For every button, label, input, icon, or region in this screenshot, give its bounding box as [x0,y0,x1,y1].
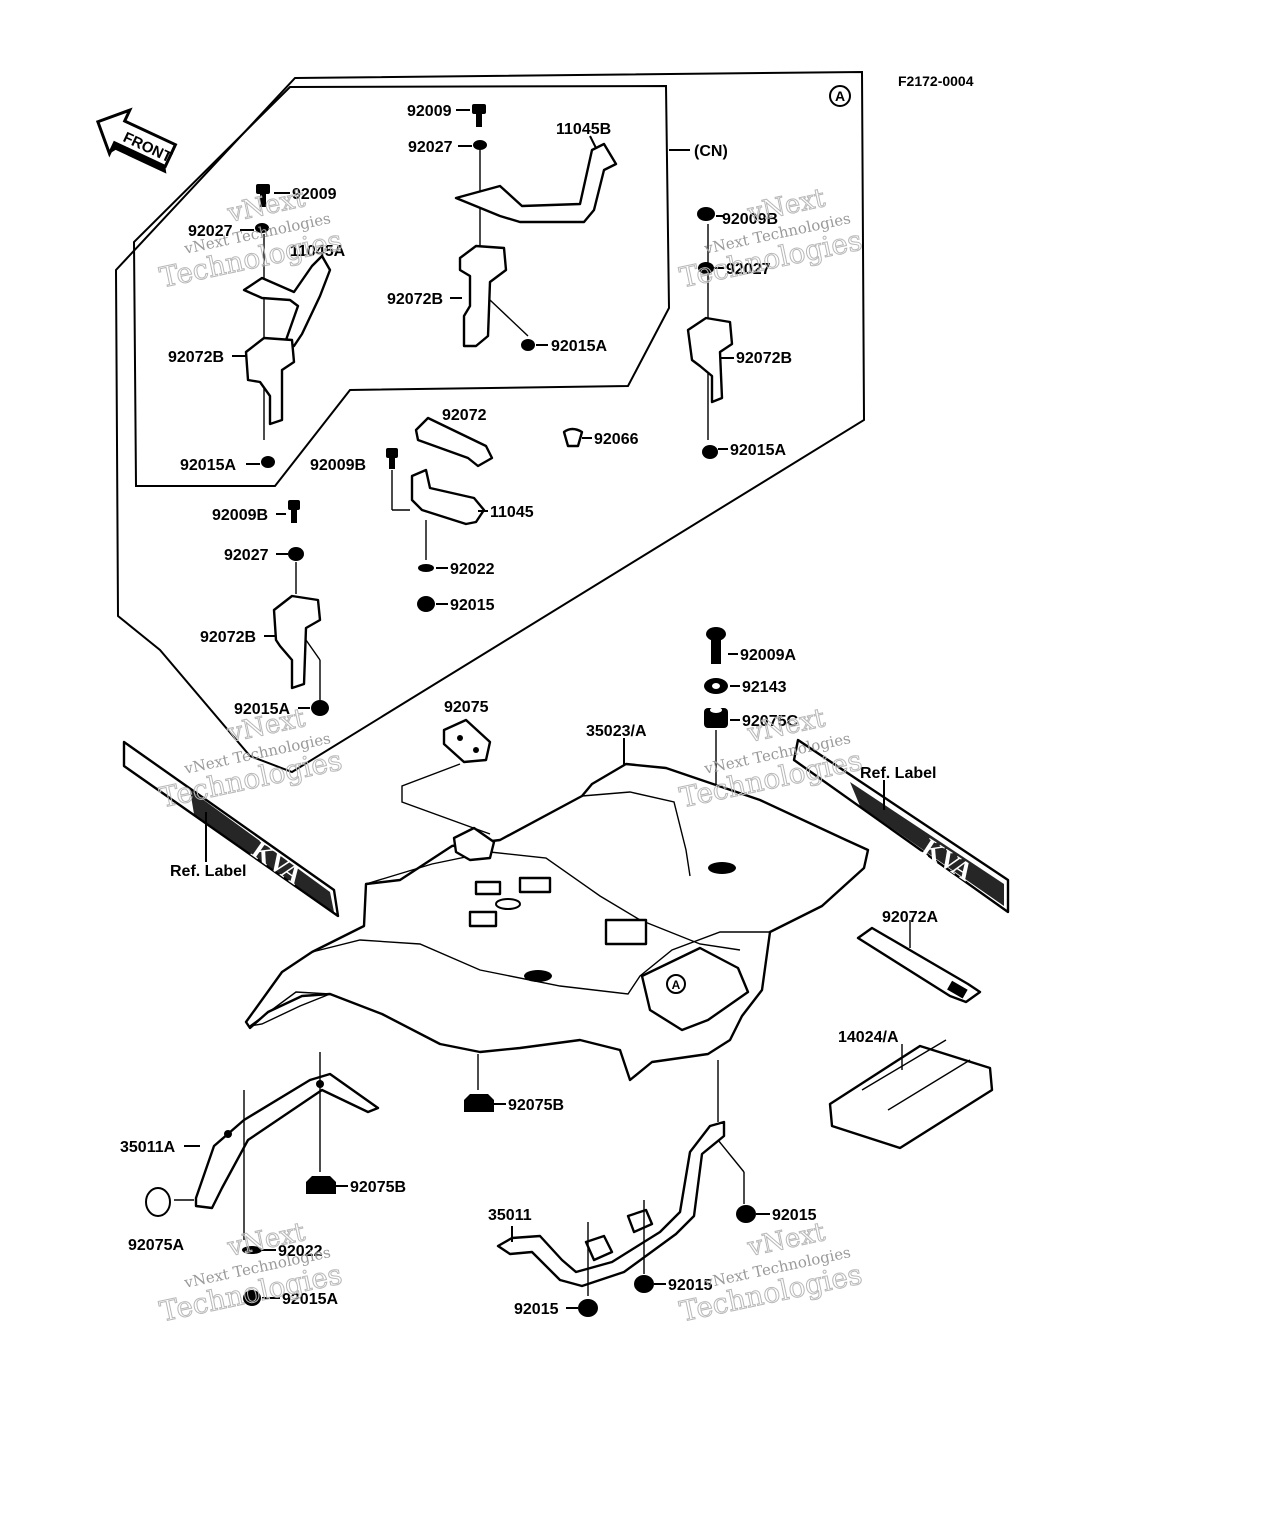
label-92027-r: 92027 [726,261,771,278]
label-92072B-b: 92072B [200,629,256,646]
label-92072B-l: 92072B [168,349,224,366]
label-92015A-r: 92015A [730,442,786,459]
label-92015-m: 92015 [450,597,495,614]
label-92015A-b: 92015A [234,701,290,718]
label-92075B-l: 92075B [350,1179,406,1196]
label-92015A-cn: 92015A [551,338,607,355]
label-92015-b2: 92015 [668,1277,713,1294]
watermark-2: vNext vNext Technologies Technologies [676,183,865,295]
part-35011-bracket [496,1060,756,1317]
watermark-6: vNext vNext Technologies Technologies [676,1217,865,1329]
label-ref-label-l: Ref. Label [170,863,246,880]
watermark-4: vNext vNext Technologies Technologies [676,703,865,815]
label-92072B-r: 92072B [736,350,792,367]
cn-left-group [242,184,332,468]
label-11045A: 11045A [290,243,346,260]
label-92075C: 92075C [742,713,798,730]
watermark-5: vNext vNext Technologies Technologies [156,1217,345,1329]
label-92075B-c: 92075B [508,1097,564,1114]
outer-bottom-left-group [272,500,329,716]
label-92015-b1: 92015 [514,1301,559,1318]
label-92009-l: 92009 [292,186,337,203]
label-92022-b: 92022 [278,1243,323,1260]
label-92009-cn: 92009 [407,103,452,120]
label-92009B-m: 92009B [310,457,366,474]
label-92009B-r: 92009B [722,211,778,228]
region-cn-label: (CN) [694,143,728,160]
decal-right: KVA [792,738,1010,914]
label-92075: 92075 [444,699,489,716]
part-35011A-bracket [145,1052,380,1306]
label-92009B-b: 92009B [212,507,268,524]
rear-fender-body: A [244,762,870,1082]
fender-callout-text: A [672,978,681,992]
label-ref-label-r: Ref. Label [860,765,936,782]
watermark-3: vNext vNext Technologies Technologies [156,703,345,815]
figure-id: F2172-0004 [898,73,974,89]
outer-middle-group [386,416,584,612]
label-92066: 92066 [594,431,639,448]
label-14024A: 14024/A [838,1029,899,1046]
label-92027-cn: 92027 [408,139,453,156]
label-92072: 92072 [442,407,487,424]
part-92075-pad [401,718,492,835]
label-92075A: 92075A [128,1237,184,1254]
label-92027-l: 92027 [188,223,233,240]
region-a-boundary [114,70,866,774]
label-11045B: 11045B [556,121,611,138]
region-cn-boundary [132,84,671,487]
callout-marker-text: A [835,88,845,104]
label-92072B-cn: 92072B [387,291,443,308]
label-35011A: 35011A [120,1139,176,1156]
cn-center-group [454,104,618,351]
label-92015A-l: 92015A [180,457,236,474]
fastener-stack-group [704,627,728,868]
part-14024A-pad [828,1039,994,1150]
label-92072A: 92072A [882,909,938,926]
front-arrow-icon: FRONT [95,107,178,174]
label-92022-m: 92022 [450,561,495,578]
label-92027-b: 92027 [224,547,269,564]
label-92009A: 92009A [740,647,796,664]
part-92072A-strap [856,920,982,1004]
part-92075B-center [464,1054,494,1112]
label-35011: 35011 [488,1207,532,1224]
label-35023A: 35023/A [586,723,647,740]
outer-right-group [686,207,734,459]
label-92143: 92143 [742,679,787,696]
callout-marker-a: A [829,85,851,107]
label-92015A-bl: 92015A [282,1291,338,1308]
label-92015-r: 92015 [772,1207,817,1224]
label-11045: 11045 [490,504,534,521]
